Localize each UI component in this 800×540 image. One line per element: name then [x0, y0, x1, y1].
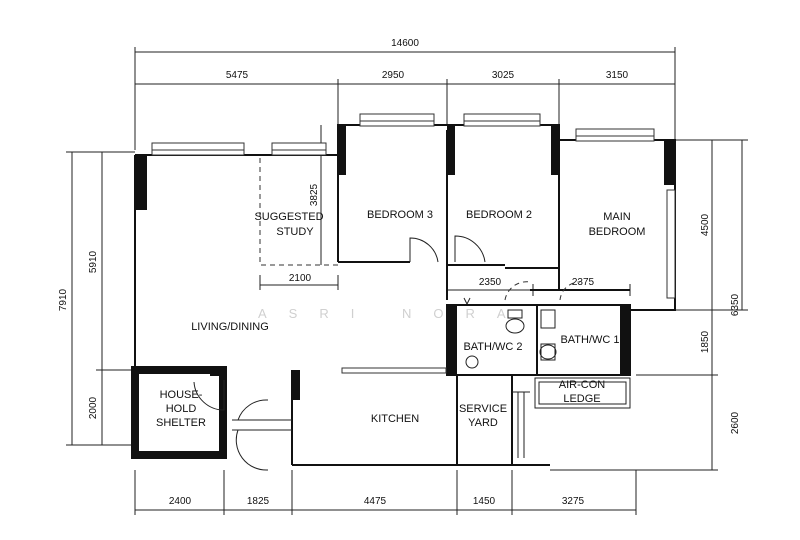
dim-top-1: 5475 — [226, 70, 249, 81]
bath-fixtures — [463, 297, 557, 369]
dim-right-outer: 6350 — [730, 293, 741, 316]
dim-left-inner-2: 2000 — [88, 396, 99, 419]
dim-bottom-1: 2400 — [169, 496, 192, 507]
toilet-icon — [539, 344, 557, 360]
dim-bottom-4: 1450 — [473, 496, 496, 507]
dim-bath1-width: 2375 — [572, 277, 595, 288]
label-service-yard-2: YARD — [468, 417, 498, 429]
windows — [151, 113, 676, 374]
dimension-lines — [66, 47, 748, 515]
label-bath-1: BATH/WC 1 — [560, 334, 619, 346]
label-aircon-2: LEDGE — [563, 393, 600, 405]
label-shelter-3: SHELTER — [156, 417, 206, 429]
dim-bottom-3: 4475 — [364, 496, 387, 507]
dim-study-height: 3825 — [309, 183, 320, 206]
dim-top-2: 2950 — [382, 70, 405, 81]
label-bath-2: BATH/WC 2 — [463, 341, 522, 353]
basin-icon — [540, 309, 556, 329]
dim-top-3: 3025 — [492, 70, 515, 81]
label-kitchen: KITCHEN — [371, 413, 419, 425]
label-living-dining: LIVING/DINING — [191, 321, 269, 333]
dimension-labels: 14600 5475 2950 3025 3150 2400 1825 4475… — [58, 38, 741, 507]
dim-right-inner-3: 2600 — [730, 411, 741, 434]
dim-bath2-width: 2350 — [479, 277, 502, 288]
toilet-icon — [505, 318, 525, 334]
dim-right-inner-1: 4500 — [700, 213, 711, 236]
label-main-bedroom-2: BEDROOM — [589, 226, 646, 238]
label-shelter-1: HOUSE- — [160, 389, 203, 401]
doors — [193, 235, 581, 471]
label-study-1: SUGGESTED — [254, 211, 323, 223]
dim-right-inner-2: 1850 — [700, 330, 711, 353]
dim-left-inner-1: 5910 — [88, 250, 99, 273]
structural-columns — [135, 125, 675, 400]
label-bedroom-2: BEDROOM 2 — [466, 209, 532, 221]
dim-left-outer: 7910 — [58, 288, 69, 311]
label-main-bedroom-1: MAIN — [603, 211, 631, 223]
dim-overall-width: 14600 — [391, 38, 419, 49]
label-service-yard-1: SERVICE — [459, 403, 507, 415]
dim-bottom-2: 1825 — [247, 496, 270, 507]
room-labels: SUGGESTED STUDY BEDROOM 3 BEDROOM 2 MAIN… — [156, 209, 645, 429]
watermark: ASRI NORA — [258, 306, 528, 321]
label-shelter-2: HOLD — [166, 403, 197, 415]
label-study-2: STUDY — [276, 226, 314, 238]
basin-icon — [465, 355, 479, 369]
dim-bottom-5: 3275 — [562, 496, 585, 507]
dim-top-4: 3150 — [606, 70, 629, 81]
label-aircon-1: AIR-CON — [559, 379, 606, 391]
label-bedroom-3: BEDROOM 3 — [367, 209, 433, 221]
dim-study-width: 2100 — [289, 273, 312, 284]
